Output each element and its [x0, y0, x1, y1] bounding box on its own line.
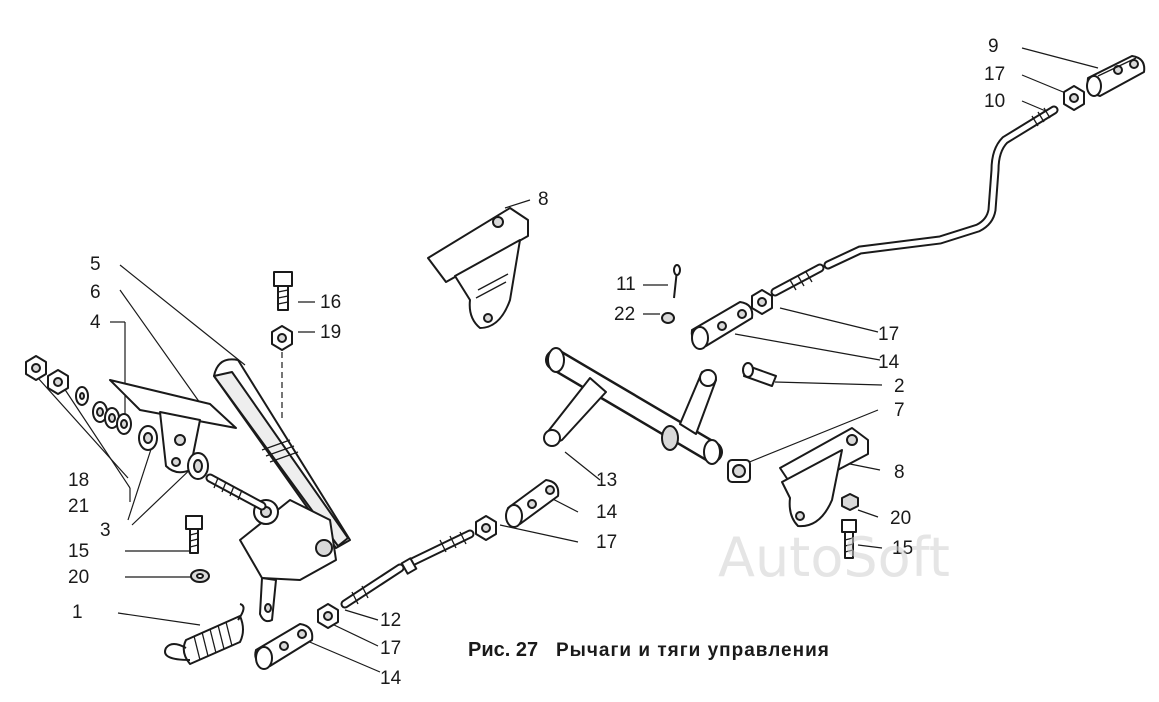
- nut-part-21: [47, 369, 69, 395]
- nut-part-17-mid: [751, 289, 773, 315]
- bolt-part-15-right: [841, 519, 857, 559]
- rod-part-12: [340, 529, 475, 609]
- callout-21: 21: [68, 496, 89, 517]
- callout-18: 18: [68, 470, 89, 491]
- clevis-part-14-mid: [690, 301, 754, 350]
- threaded-stud: [205, 473, 267, 511]
- clevis-part-14-bottom: [254, 623, 314, 670]
- callout-3: 3: [100, 520, 111, 541]
- callout-9: 9: [988, 36, 999, 57]
- nut-part-17-top: [1063, 85, 1085, 111]
- figure-caption: Рис. 27 Рычаги и тяги управления: [468, 639, 830, 661]
- washer-stack-part-4: [92, 401, 132, 435]
- callout-22: 22: [614, 304, 635, 325]
- washer-part-22: [661, 312, 675, 324]
- callout-14: 14: [596, 502, 618, 523]
- callout-15: 15: [892, 538, 913, 559]
- callout-17: 17: [984, 64, 1005, 85]
- callout-8: 8: [894, 462, 905, 483]
- callout-14: 14: [878, 352, 900, 373]
- callout-16: 16: [320, 292, 341, 313]
- callout-17: 17: [596, 532, 617, 553]
- callout-19: 19: [320, 322, 341, 343]
- callout-8: 8: [538, 189, 549, 210]
- callout-12: 12: [380, 610, 401, 631]
- callout-7: 7: [894, 400, 905, 421]
- washer-part-21b: [75, 386, 89, 406]
- callout-6: 6: [90, 282, 101, 303]
- rod-part-10: [770, 105, 1059, 297]
- callout-17: 17: [878, 324, 899, 345]
- pin-part-2: [742, 362, 777, 387]
- clevis-part-14-lower: [505, 479, 560, 528]
- figure-number: Рис. 27: [468, 639, 538, 661]
- spring-part-1: [164, 603, 245, 665]
- callout-2: 2: [894, 376, 905, 397]
- leader-lines: [37, 47, 1099, 673]
- callout-20: 20: [68, 567, 89, 588]
- callout-11: 11: [616, 274, 636, 295]
- callout-4: 4: [90, 312, 101, 333]
- callout-13: 13: [596, 470, 617, 491]
- callout-10: 10: [984, 91, 1005, 112]
- callout-17: 17: [380, 638, 401, 659]
- nut-part-19: [271, 325, 293, 351]
- bracket-part-8-top: [427, 207, 529, 329]
- callout-15: 15: [68, 541, 89, 562]
- bracket-part-8-right: [779, 427, 869, 528]
- watermark-text: AutoSoft: [718, 526, 950, 589]
- nut-part-18: [25, 355, 47, 381]
- lever-housing: [239, 499, 337, 623]
- callout-1: 1: [72, 602, 83, 623]
- bolt-part-15-left: [185, 515, 203, 554]
- washer-part-20-left: [190, 569, 210, 583]
- clevis-part-9: [1086, 55, 1146, 97]
- nut-part-17-lower: [475, 515, 497, 541]
- pedal-part-5: [213, 358, 351, 549]
- figure-title: Рычаги и тяги управления: [556, 640, 830, 661]
- nut-part-17-bottom: [317, 603, 339, 629]
- bushing-part-7: [727, 459, 751, 483]
- shaft-part-13: [543, 347, 723, 465]
- nut-part-20-right: [841, 493, 859, 511]
- callout-5: 5: [90, 254, 101, 275]
- callout-labels: 9 17 10 8 5 6 4 16 19 11 22 17 14 2 7 8 …: [68, 36, 1005, 689]
- cotter-pin-part-11: [673, 264, 681, 299]
- callout-20: 20: [890, 508, 911, 529]
- callout-14: 14: [380, 668, 402, 689]
- washer-part-3: [138, 425, 209, 480]
- bolt-part-16: [273, 271, 293, 311]
